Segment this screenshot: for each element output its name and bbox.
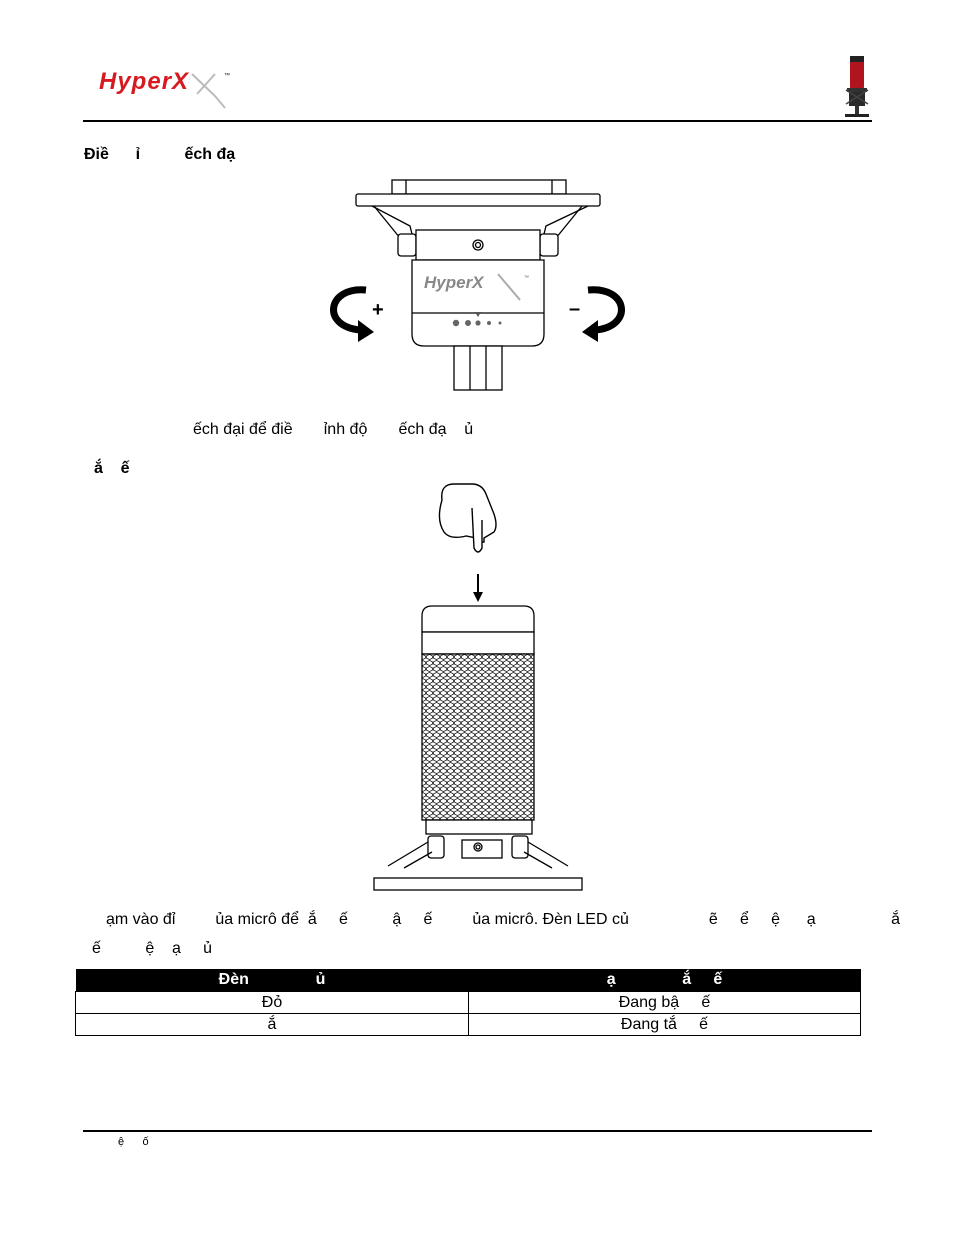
rotate-right-arrow-icon [582,286,625,342]
tap-to-mute-illustration [373,483,583,891]
mute-section-heading: ắ ế [94,460,130,477]
microphone-icon [845,56,869,117]
gain-section-heading: Điề ỉ ếch đạ [84,146,236,163]
table-header-status: ạ ắ ế [468,969,861,992]
hyperx-logo-text: HyperX [99,68,190,95]
table-cell: Đang bậ ế [468,991,861,1014]
minus-label: – [569,298,580,320]
table-header-row: Đèn ủ ạ ắ ế [75,969,861,992]
table-row: ắ Đang tắ ế [75,1013,861,1036]
pointing-hand-icon [438,483,497,553]
gain-caption: ếch đại để điề ỉnh độ ếch đạ ủ [193,421,474,438]
led-status-table: Đèn ủ ạ ắ ế Đỏ Đang bậ ế ắ Đang tắ ế [75,969,861,1036]
table-cell: ắ [75,1013,469,1036]
mute-paragraph-line-2: ế ệ ạ ủ [92,940,213,957]
table-cell: Đang tắ ế [468,1013,861,1036]
table-cell: Đỏ [75,991,469,1014]
gain-knob-illustration: HyperX ™ + – [330,179,625,391]
table-row: Đỏ Đang bậ ế [75,991,861,1014]
rotate-left-arrow-icon [330,286,374,342]
mute-paragraph-line-1: ạm vào đỉ ủa micrô để ắ ế ậ ế ủa micrô. … [106,911,901,928]
table-header-led: Đèn ủ [75,969,469,992]
footer-rule [83,1130,872,1132]
hyperx-logo: HyperX ™ [99,68,230,109]
footer-text: ệ ố [118,1136,149,1148]
header-rule [83,120,872,122]
device-trademark: ™ [524,275,529,281]
hyperx-trademark: ™ [224,72,230,79]
down-arrow-icon [473,574,483,602]
device-logo-text: HyperX [424,273,485,292]
plus-label: + [372,299,384,321]
